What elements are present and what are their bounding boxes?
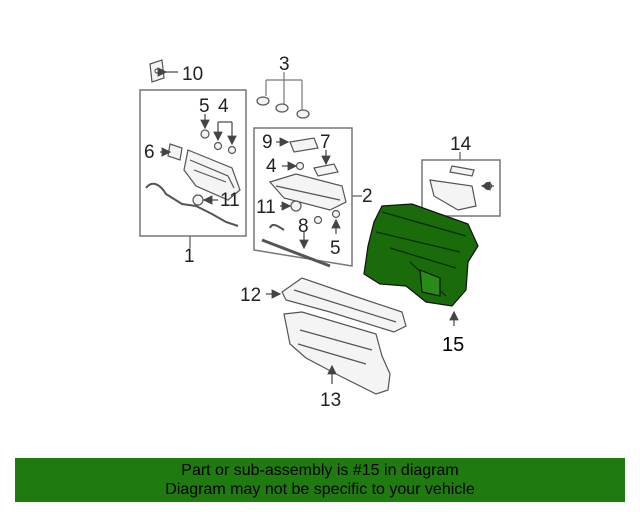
part-13 (283, 311, 391, 395)
group-box-2 (253, 127, 362, 267)
callout-4b: 4 (266, 156, 277, 177)
callout-1: 1 (184, 246, 195, 267)
callout-10: 10 (182, 64, 203, 85)
callout-8: 8 (298, 216, 309, 237)
group-box-14 (421, 152, 501, 217)
callout-5a: 5 (199, 96, 210, 117)
callout-12: 12 (240, 285, 261, 306)
callout-3: 3 (279, 54, 290, 75)
part-15-highlighted (363, 203, 479, 307)
banner-line-1: Part or sub-assembly is #15 in diagram (181, 462, 459, 479)
callout-4a: 4 (218, 96, 229, 117)
group-2-leaders (276, 137, 341, 250)
callout-11b: 11 (256, 197, 276, 218)
parts-diagram: 10 3 5 4 6 11 1 9 7 4 2 11 8 5 14 12 13 … (139, 54, 501, 411)
group-14-part (429, 165, 494, 211)
part-3-clips (256, 72, 310, 119)
part-10-bracket (149, 59, 178, 83)
callout-5b: 5 (330, 238, 341, 259)
group-2-parts (261, 137, 347, 268)
callout-6: 6 (144, 142, 155, 163)
callout-7: 7 (320, 132, 331, 153)
info-banner: Part or sub-assembly is #15 in diagram D… (15, 458, 625, 502)
callout-15: 15 (442, 334, 464, 356)
callout-14: 14 (450, 134, 472, 155)
group-1-parts (145, 129, 241, 227)
group-box-1 (139, 89, 247, 248)
callout-2: 2 (362, 186, 373, 207)
callout-13: 13 (320, 390, 341, 411)
group-1-leaders (160, 114, 237, 205)
banner-line-2: Diagram may not be specific to your vehi… (165, 481, 475, 498)
part-12 (266, 277, 407, 333)
callout-11a: 11 (220, 190, 240, 211)
callout-9: 9 (262, 132, 273, 153)
